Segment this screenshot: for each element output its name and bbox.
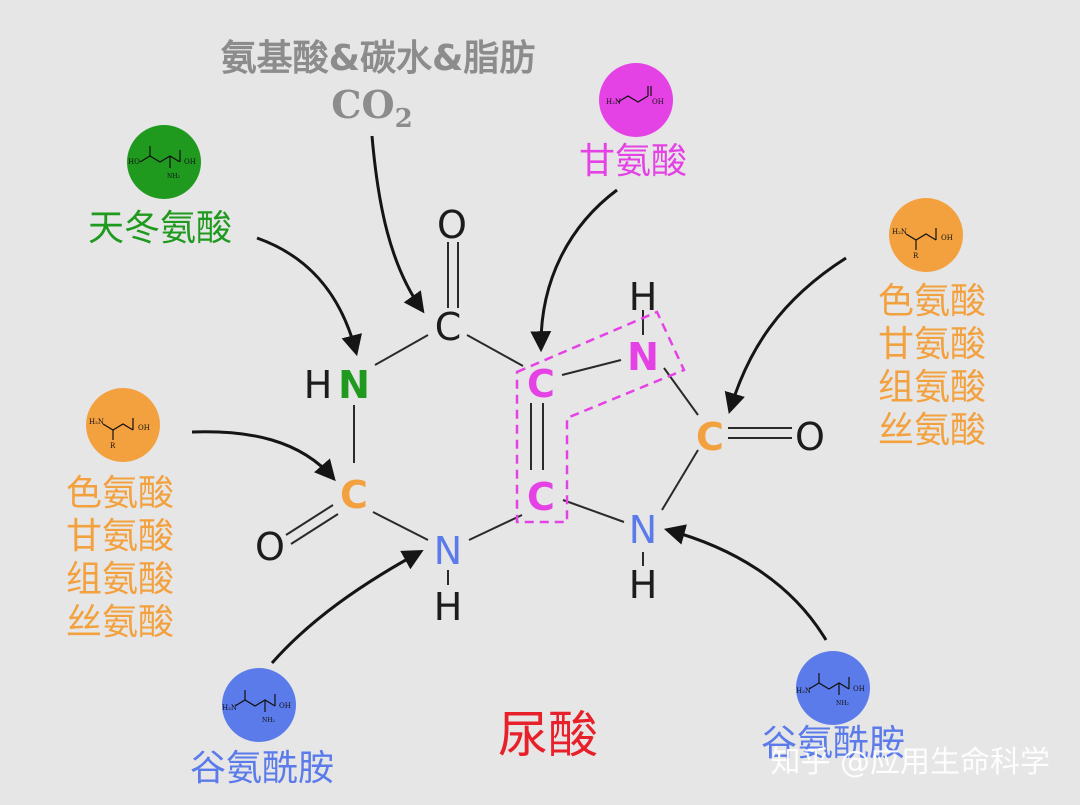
svg-text:OH: OH <box>279 702 291 710</box>
svg-text:HO: HO <box>128 158 140 166</box>
glutamine-left-label: 谷氨酰胺 <box>190 748 334 789</box>
amino-right-3: 组氨酸 <box>878 367 986 408</box>
glutamine-icon-right <box>796 651 870 725</box>
svg-text:H₂N: H₂N <box>892 228 907 236</box>
co2-formula: CO2 <box>331 82 412 134</box>
amino-left-2: 甘氨酸 <box>66 516 174 557</box>
svg-text:R: R <box>110 442 116 450</box>
atom-h-n9: H <box>629 563 658 607</box>
atom-o-right: O <box>795 415 825 459</box>
molecule-bonds <box>285 242 792 585</box>
source-amino-acids-left: H₂N OH R 色氨酸 甘氨酸 组氨酸 丝氨酸 <box>66 388 174 643</box>
amino-acid-icon-right <box>889 198 963 272</box>
atom-h-n1: H <box>304 363 333 407</box>
svg-text:R: R <box>913 252 919 260</box>
amino-right-2: 甘氨酸 <box>878 324 986 365</box>
atom-c2: C <box>340 473 368 517</box>
molecule-atoms: O C H N C O N H C C H N C O N H <box>255 203 825 629</box>
source-carbon-dioxide: 氨基酸&碳水&脂肪 CO2 <box>221 38 536 134</box>
molecule-name: 尿酸 <box>498 706 598 764</box>
contribution-arrows <box>191 135 847 664</box>
svg-text:NH₂: NH₂ <box>167 173 180 180</box>
svg-text:OH: OH <box>941 234 953 242</box>
source-top-label: 氨基酸&碳水&脂肪 <box>221 38 536 79</box>
amino-left-3: 组氨酸 <box>66 559 174 600</box>
source-glycine: H₂N OH 甘氨酸 <box>579 63 687 182</box>
amino-acid-icon-left <box>86 388 160 462</box>
svg-text:OH: OH <box>138 424 150 432</box>
source-glutamine-right: H₂N OH NH₂ 谷氨酰胺 <box>761 651 905 764</box>
atom-c8: C <box>696 415 724 459</box>
arrow-amino-right <box>724 256 847 415</box>
atom-c4: C <box>527 362 555 406</box>
glutamine-right-label: 谷氨酰胺 <box>761 723 905 764</box>
arrow-co2 <box>370 135 425 314</box>
svg-text:OH: OH <box>184 158 196 166</box>
atom-o-top: O <box>437 203 467 247</box>
svg-text:OH: OH <box>652 98 664 106</box>
svg-text:NH₂: NH₂ <box>262 717 275 724</box>
svg-text:NH₂: NH₂ <box>836 700 849 707</box>
glycine-label: 甘氨酸 <box>579 141 687 182</box>
arrow-glutamine-right <box>663 524 828 641</box>
atom-h-n7: H <box>629 275 658 319</box>
svg-text:H₂N: H₂N <box>222 704 237 712</box>
source-aspartate: HO OH NH₂ 天冬氨酸 <box>88 125 232 249</box>
source-amino-acids-right: H₂N OH R 色氨酸 甘氨酸 组氨酸 丝氨酸 <box>878 198 986 451</box>
arrow-glycine <box>530 188 618 353</box>
aspartate-label: 天冬氨酸 <box>88 208 232 249</box>
glutamine-icon-left <box>222 668 296 742</box>
atom-c-carbonyl: C <box>435 305 462 349</box>
atom-n7: N <box>627 335 659 379</box>
arrow-glutamine-left <box>270 549 424 664</box>
atom-c5: C <box>527 475 555 519</box>
atom-o-left: O <box>255 525 285 569</box>
amino-left-4: 丝氨酸 <box>66 602 174 643</box>
glycine-origin-highlight <box>515 310 686 524</box>
amino-right-1: 色氨酸 <box>878 281 986 322</box>
atom-n9: N <box>629 508 657 552</box>
atom-h-n3: H <box>434 585 463 629</box>
atom-n3: N <box>434 529 462 573</box>
svg-text:OH: OH <box>853 685 865 693</box>
amino-right-4: 丝氨酸 <box>878 410 986 451</box>
amino-left-1: 色氨酸 <box>66 473 174 514</box>
source-glutamine-left: H₂N OH NH₂ 谷氨酰胺 <box>190 668 334 789</box>
atom-n1: N <box>338 363 370 407</box>
svg-text:H₂N: H₂N <box>796 687 811 695</box>
svg-text:H₂N: H₂N <box>606 98 621 106</box>
watermark: 知乎 @应用生命科学 <box>770 745 1050 780</box>
arrow-amino-left <box>191 430 336 482</box>
aspartate-icon <box>127 125 201 199</box>
arrow-aspartate <box>256 236 362 357</box>
glycine-icon <box>599 63 673 137</box>
svg-text:H₂N: H₂N <box>89 418 104 426</box>
